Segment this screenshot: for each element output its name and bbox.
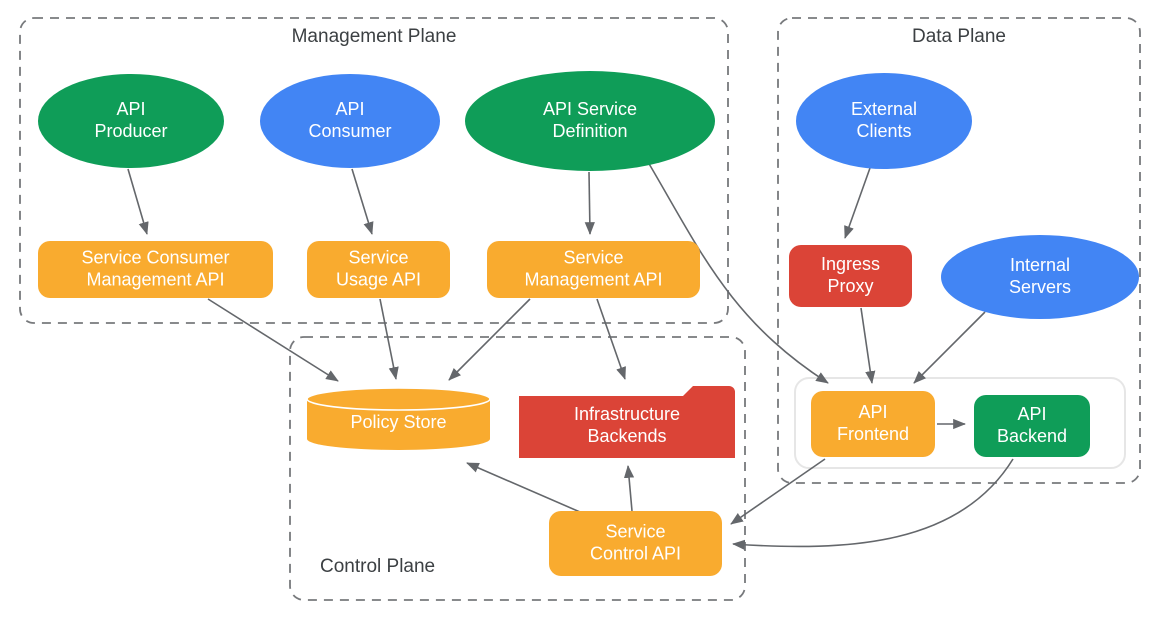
node-label-api-service-definition: API Service — [543, 99, 637, 119]
edge-management-api-to-policy-store — [448, 298, 531, 381]
node-label-ingress-proxy: Proxy — [827, 276, 873, 296]
group-box-data-plane — [777, 17, 1141, 484]
node-shape-ellipse-internal-servers[interactable] — [941, 235, 1139, 319]
node-shape-cylinder-top-policy-store — [306, 387, 491, 411]
node-shape-roundrect-api-frontend[interactable] — [811, 391, 935, 457]
node-shape-roundrect-api-backend[interactable] — [974, 395, 1090, 457]
node-label-api-frontend: Frontend — [837, 424, 909, 444]
edge-external-clients-to-ingress — [844, 167, 871, 239]
node-label-internal-servers: Internal — [1010, 255, 1070, 275]
group-label-control-plane: Control Plane — [320, 556, 435, 577]
node-label-api-backend: API — [1017, 404, 1046, 424]
node-label-api-service-definition: Definition — [552, 121, 627, 141]
node-label-api-producer: Producer — [94, 121, 167, 141]
node-shape-roundrect-service-usage-api[interactable] — [307, 241, 450, 298]
subgroup-box-api-runtime-group — [794, 377, 1126, 469]
group-box-control-plane — [289, 336, 746, 601]
node-shape-folder-infrastructure-backends[interactable] — [519, 386, 735, 458]
node-label-service-control-api: Control API — [590, 543, 681, 563]
node-label-external-clients: Clients — [856, 121, 911, 141]
node-shape-roundrect-service-control-api[interactable] — [549, 511, 722, 576]
edge-service-control-to-policy-store — [466, 462, 581, 513]
edge-frontend-to-service-control — [730, 458, 826, 525]
node-shape-ellipse-api-consumer[interactable] — [260, 74, 440, 168]
node-label-api-backend: Backend — [997, 426, 1067, 446]
node-label-service-consumer-management-api: Service Consumer — [81, 247, 229, 267]
subgroup-boxes — [794, 377, 1126, 469]
node-shape-roundrect-ingress-proxy[interactable] — [789, 245, 912, 307]
node-label-service-management-api: Service — [563, 247, 623, 267]
node-label-internal-servers: Servers — [1009, 277, 1071, 297]
node-label-service-control-api: Service — [605, 521, 665, 541]
node-label-api-producer: API — [116, 99, 145, 119]
edge-backend-to-service-control — [732, 458, 1014, 550]
group-box-management-plane — [19, 17, 729, 324]
node-label-infrastructure-backends: Infrastructure — [574, 404, 680, 424]
node-label-service-usage-api: Usage API — [336, 269, 421, 289]
node-label-api-frontend: API — [858, 402, 887, 422]
node-shape-ellipse-api-service-definition[interactable] — [465, 71, 715, 171]
edge-producer-to-scm-api — [127, 168, 149, 235]
node-label-service-consumer-management-api: Management API — [86, 269, 224, 289]
node-label-ingress-proxy: Ingress — [821, 254, 880, 274]
node-policy-store[interactable]: Policy Store — [306, 387, 491, 450]
group-boxes — [19, 17, 1141, 601]
edge-scm-api-to-policy-store — [207, 298, 339, 382]
edge-service-control-to-infrastructure — [623, 465, 635, 512]
node-label-infrastructure-backends: Backends — [587, 426, 666, 446]
node-label-service-management-api: Management API — [524, 269, 662, 289]
node-shape-cylinder-body-policy-store[interactable] — [307, 399, 490, 450]
group-label-management-plane: Management Plane — [292, 26, 457, 47]
node-label-external-clients: External — [851, 99, 917, 119]
edge-internal-servers-to-frontend — [913, 311, 986, 384]
node-label-api-consumer: Consumer — [308, 121, 391, 141]
edge-management-api-to-infrastructure — [596, 298, 626, 380]
node-label-api-consumer: API — [335, 99, 364, 119]
node-label-service-usage-api: Service — [348, 247, 408, 267]
node-label-policy-store: Policy Store — [350, 412, 446, 432]
edge-definition-to-management-api — [584, 171, 595, 235]
group-label-data-plane: Data Plane — [912, 26, 1006, 47]
edges — [127, 161, 1014, 550]
node-shape-ellipse-api-producer[interactable] — [38, 74, 224, 168]
node-shape-roundrect-service-consumer-management-api[interactable] — [38, 241, 273, 298]
node-shape-ellipse-external-clients[interactable] — [796, 73, 972, 169]
edge-consumer-to-usage-api — [351, 168, 374, 235]
edge-definition-to-frontend — [647, 161, 829, 384]
edge-ingress-to-frontend — [860, 307, 876, 384]
edge-usage-api-to-policy-store — [379, 298, 399, 380]
node-shape-roundrect-service-management-api[interactable] — [487, 241, 700, 298]
